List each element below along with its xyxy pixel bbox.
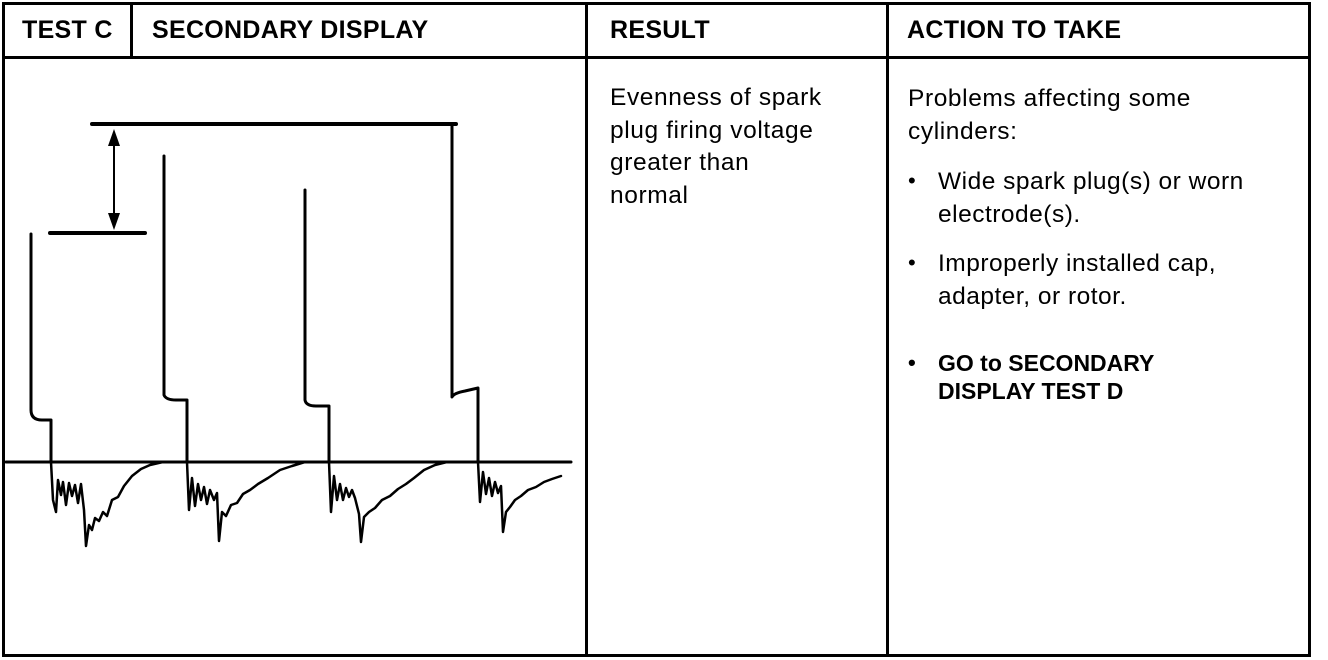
action-item-line-1: GO to SECONDARY [938,350,1155,376]
test-label-divider [130,2,133,58]
action-item-line-2: electrode(s). [938,201,1081,228]
result-heading: RESULT [610,16,710,44]
action-item-line-1: Improperly installed cap, [938,250,1217,277]
action-item-line-2: adapter, or rotor. [938,283,1127,310]
bullet-icon: • [908,250,916,275]
action-item-wide-spark-plug: Wide spark plug(s) or worn electrode(s). [938,165,1308,231]
oscillation-cylinder-2 [185,460,307,543]
secondary-ignition-waveform [4,122,573,548]
action-item-go-to-test-d: GO to SECONDARY DISPLAY TEST D [938,349,1308,405]
table-frame [2,2,1311,657]
test-label: TEST C [22,16,113,44]
oscillation-cylinder-1 [49,460,165,548]
result-action-divider [886,2,889,657]
action-item-improper-cap: Improperly installed cap, adapter, or ro… [938,247,1308,313]
oscillation-cylinder-3 [327,460,449,544]
header-divider [2,56,1311,59]
firing-line-cylinder-1 [29,232,53,464]
result-line-2: plug firing voltage [610,116,814,144]
arrowhead-up [108,129,120,146]
action-intro-line-2: cylinders: [908,117,1018,145]
oscillation-cylinder-4 [476,460,563,534]
action-heading: ACTION TO TAKE [907,16,1122,44]
firing-line-cylinder-2 [162,154,189,464]
action-item-line-2: DISPLAY TEST D [938,378,1124,404]
action-intro: Problems affecting some cylinders: [908,83,1191,148]
firing-line-cylinder-3 [303,188,331,464]
result-line-1: Evenness of spark [610,84,822,111]
result-text: Evenness of spark plug firing voltage gr… [610,82,822,212]
secondary-display-heading: SECONDARY DISPLAY [152,16,429,44]
arrowhead-down [108,213,120,230]
bullet-icon: • [908,350,916,375]
result-line-3: greater than [610,149,750,176]
result-line-4: normal [610,181,689,209]
action-item-line-1: Wide spark plug(s) or worn [938,168,1244,195]
bullet-icon: • [908,168,916,193]
display-result-divider [585,2,588,657]
action-intro-line-1: Problems affecting some [908,85,1191,112]
firing-line-cylinder-4 [450,122,480,464]
